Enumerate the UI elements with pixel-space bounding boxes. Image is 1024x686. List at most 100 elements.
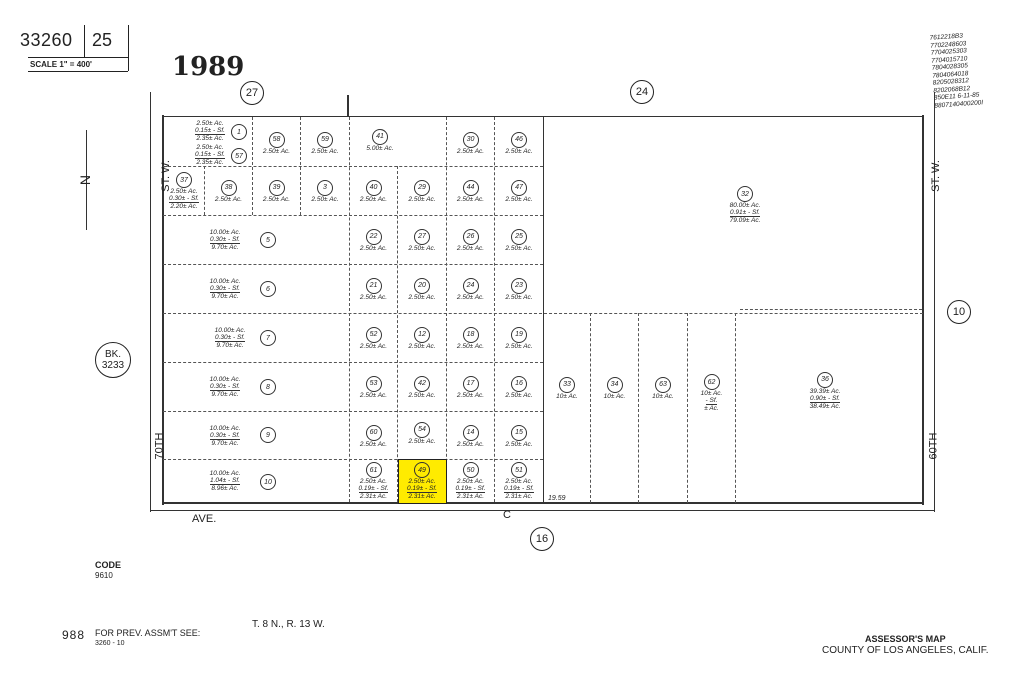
parcel-57[interactable]: 57 — [231, 148, 247, 164]
lot-line — [163, 166, 543, 167]
adjacent-page-10[interactable]: 10 — [947, 300, 971, 324]
boundary-south — [162, 502, 924, 504]
street-c: C — [503, 509, 511, 521]
scale-label: SCALE 1" = 400' — [30, 60, 92, 69]
street-ave: AVE. — [192, 513, 217, 525]
code-label: CODE — [95, 560, 122, 570]
adjacent-page-16[interactable]: 16 — [530, 527, 554, 551]
township-range: T. 8 N., R. 13 W. — [252, 619, 325, 630]
prev-assessment-value: 3260 - 10 — [95, 640, 125, 647]
parcel-7[interactable]: 7 — [260, 330, 276, 346]
parcel-5[interactable]: 5 — [260, 232, 276, 248]
adjacent-page-27[interactable]: 27 — [240, 81, 264, 105]
north-arrow-icon: N — [77, 174, 94, 186]
map-page-number: 25 — [92, 30, 113, 50]
tick — [347, 95, 349, 117]
parcel-8[interactable]: 8 — [260, 379, 276, 395]
parcel-1[interactable]: 1 — [231, 124, 247, 140]
parcel-5-acreage: 10.00± Ac.0.30± - Sf.9.70± Ac. — [209, 229, 241, 251]
street-line — [150, 92, 151, 512]
parcel-1-acreage: 2.50± Ac.0.15± - Sf.2.35± Ac. — [195, 120, 225, 142]
lot-line — [163, 411, 543, 412]
boundary-west — [162, 115, 164, 505]
lot-line — [349, 117, 350, 502]
header-divider — [84, 25, 85, 57]
street-60th-st-w-north: ST. W. — [929, 160, 942, 192]
lot-line — [740, 309, 922, 310]
lot-line — [163, 459, 543, 460]
lot-line — [163, 264, 543, 265]
north-arrow-shaft — [86, 130, 87, 230]
lot-line — [252, 117, 253, 215]
county-label: COUNTY OF LOS ANGELES, CALIF. — [822, 645, 989, 656]
boundary-north — [162, 116, 924, 117]
adjacent-book-3233[interactable]: BK. 3233 — [95, 342, 131, 378]
code-value: 9610 — [95, 571, 113, 580]
lot-line — [638, 313, 639, 503]
prev-number: 988 — [62, 628, 86, 642]
lot-line — [735, 313, 736, 503]
parcel-57-acreage: 2.50± Ac.0.15± - Sf.2.35± Ac. — [195, 144, 225, 166]
parcel-7-acreage: 10.00± Ac.0.30± - Sf.9.70± Ac. — [214, 327, 246, 349]
dimension-label: 19.59 — [548, 495, 566, 502]
lot-line — [163, 362, 543, 363]
parcel-10[interactable]: 10 — [260, 474, 276, 490]
lot-line — [494, 117, 495, 502]
street-60th: 60TH — [927, 432, 940, 460]
adjacent-page-24[interactable]: 24 — [630, 80, 654, 104]
lot-line — [687, 313, 688, 503]
parcel-9[interactable]: 9 — [260, 427, 276, 443]
parcel-6-acreage: 10.00± Ac.0.30± - Sf.9.70± Ac. — [209, 278, 241, 300]
lot-line — [397, 166, 398, 502]
parcel-10-acreage: 10.00± Ac.1.04± - Sf.8.96± Ac. — [209, 470, 241, 492]
lot-line — [590, 313, 591, 503]
header-rule — [28, 57, 128, 58]
map-year: 1989 — [172, 52, 245, 82]
street-70th: 70TH — [153, 432, 166, 460]
parcel-6[interactable]: 6 — [260, 281, 276, 297]
